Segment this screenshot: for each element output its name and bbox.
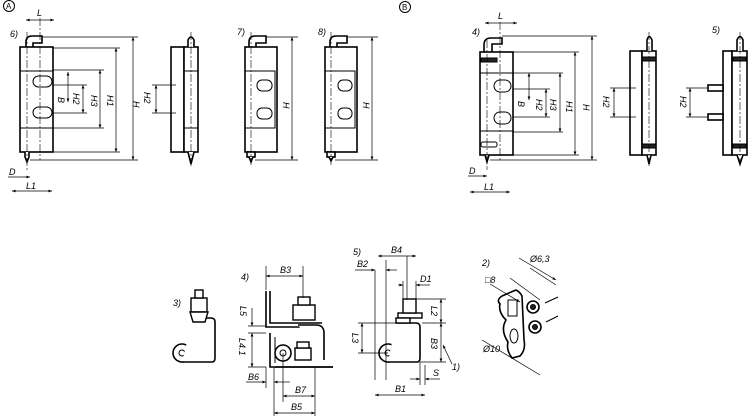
dim-l4-1: L4.1	[237, 338, 247, 356]
dim-b7: B7	[295, 385, 307, 395]
dim-d6-3: Ø6,3	[529, 254, 550, 264]
mounting-view-4: 4) B3 L5 L4.1 B6 B7 B5	[237, 265, 333, 416]
variant-label: 6)	[10, 29, 18, 39]
hinge-view-5: 5) H2	[678, 25, 748, 168]
section-a: A 6) H H1 H3 H2 B L	[3, 0, 378, 193]
dim-l1: L1	[26, 181, 36, 191]
dim-h1: H1	[564, 101, 574, 113]
dim-b5: B5	[291, 402, 303, 412]
hinge-side-view-b: H2	[601, 32, 657, 168]
hinge-side-view-a: H2	[142, 32, 199, 168]
dim-b4: B4	[391, 245, 402, 255]
dim-b6: B6	[248, 372, 259, 382]
dim-l1: L1	[484, 182, 494, 192]
section-b-marker: B	[402, 3, 407, 12]
hinge-view-6: 6) H H1 H3 H2 B L D	[8, 8, 141, 193]
section-marker-circle	[399, 1, 411, 13]
dim-l2: L2	[429, 306, 439, 316]
variant-label: 5)	[712, 25, 720, 35]
dim-d1: D1	[420, 274, 432, 284]
dim-h: H	[131, 101, 141, 108]
dim-h2: H2	[142, 92, 152, 104]
dim-h2: H2	[534, 99, 544, 111]
dim-h: H	[361, 102, 371, 109]
dim-d: D	[9, 167, 16, 177]
mounting-view-3: 3)	[172, 289, 216, 363]
hinge-view-8: 8) H	[318, 27, 378, 165]
mounting-view-2: 2) Ø6,3 □8 Ø10	[481, 254, 559, 376]
variant-label: 2)	[481, 258, 490, 268]
dim-l: L	[498, 11, 503, 21]
section-b: B 4) H H1 H3 H2 B L	[399, 1, 748, 194]
note-1: 1)	[452, 362, 460, 372]
dim-l: L	[37, 8, 42, 18]
dim-h3: H3	[89, 95, 99, 107]
dim-d10: Ø10	[482, 344, 500, 354]
variant-label: 4)	[241, 272, 249, 282]
dim-h2: H2	[678, 96, 688, 108]
dim-b1: B1	[395, 384, 406, 394]
dim-h2: H2	[71, 93, 81, 105]
section-marker-circle	[3, 0, 15, 12]
dim-d: D	[469, 166, 476, 176]
dim-l3: L3	[350, 333, 360, 343]
dim-h2: H2	[601, 96, 611, 108]
dim-l5: L5	[238, 306, 248, 317]
variant-label: 5)	[353, 247, 361, 257]
dim-square-8: □8	[485, 275, 495, 285]
section-a-marker: A	[6, 2, 12, 11]
dim-h: H	[281, 102, 291, 109]
hinge-view-4: 4) H H1 H3 H2 B L D	[468, 11, 597, 194]
dim-b: B	[56, 97, 66, 103]
dim-h: H	[581, 104, 591, 111]
dim-b3: B3	[280, 265, 291, 275]
variant-label: 3)	[173, 298, 181, 308]
dim-s: S	[433, 368, 439, 378]
dim-h1: H1	[105, 95, 115, 107]
variant-label: 8)	[318, 27, 326, 37]
variant-label: 7)	[237, 27, 245, 37]
dim-b3: B3	[429, 338, 439, 349]
mounting-view-5: 5) B4 B2 D1 L2 B3 L3 1) S B1	[350, 245, 460, 397]
dim-b: B	[516, 101, 526, 107]
hinge-view-7: 7) H	[237, 27, 298, 165]
dim-h3: H3	[548, 99, 558, 111]
variant-label: 4)	[472, 27, 480, 37]
dim-b2: B2	[357, 259, 368, 269]
